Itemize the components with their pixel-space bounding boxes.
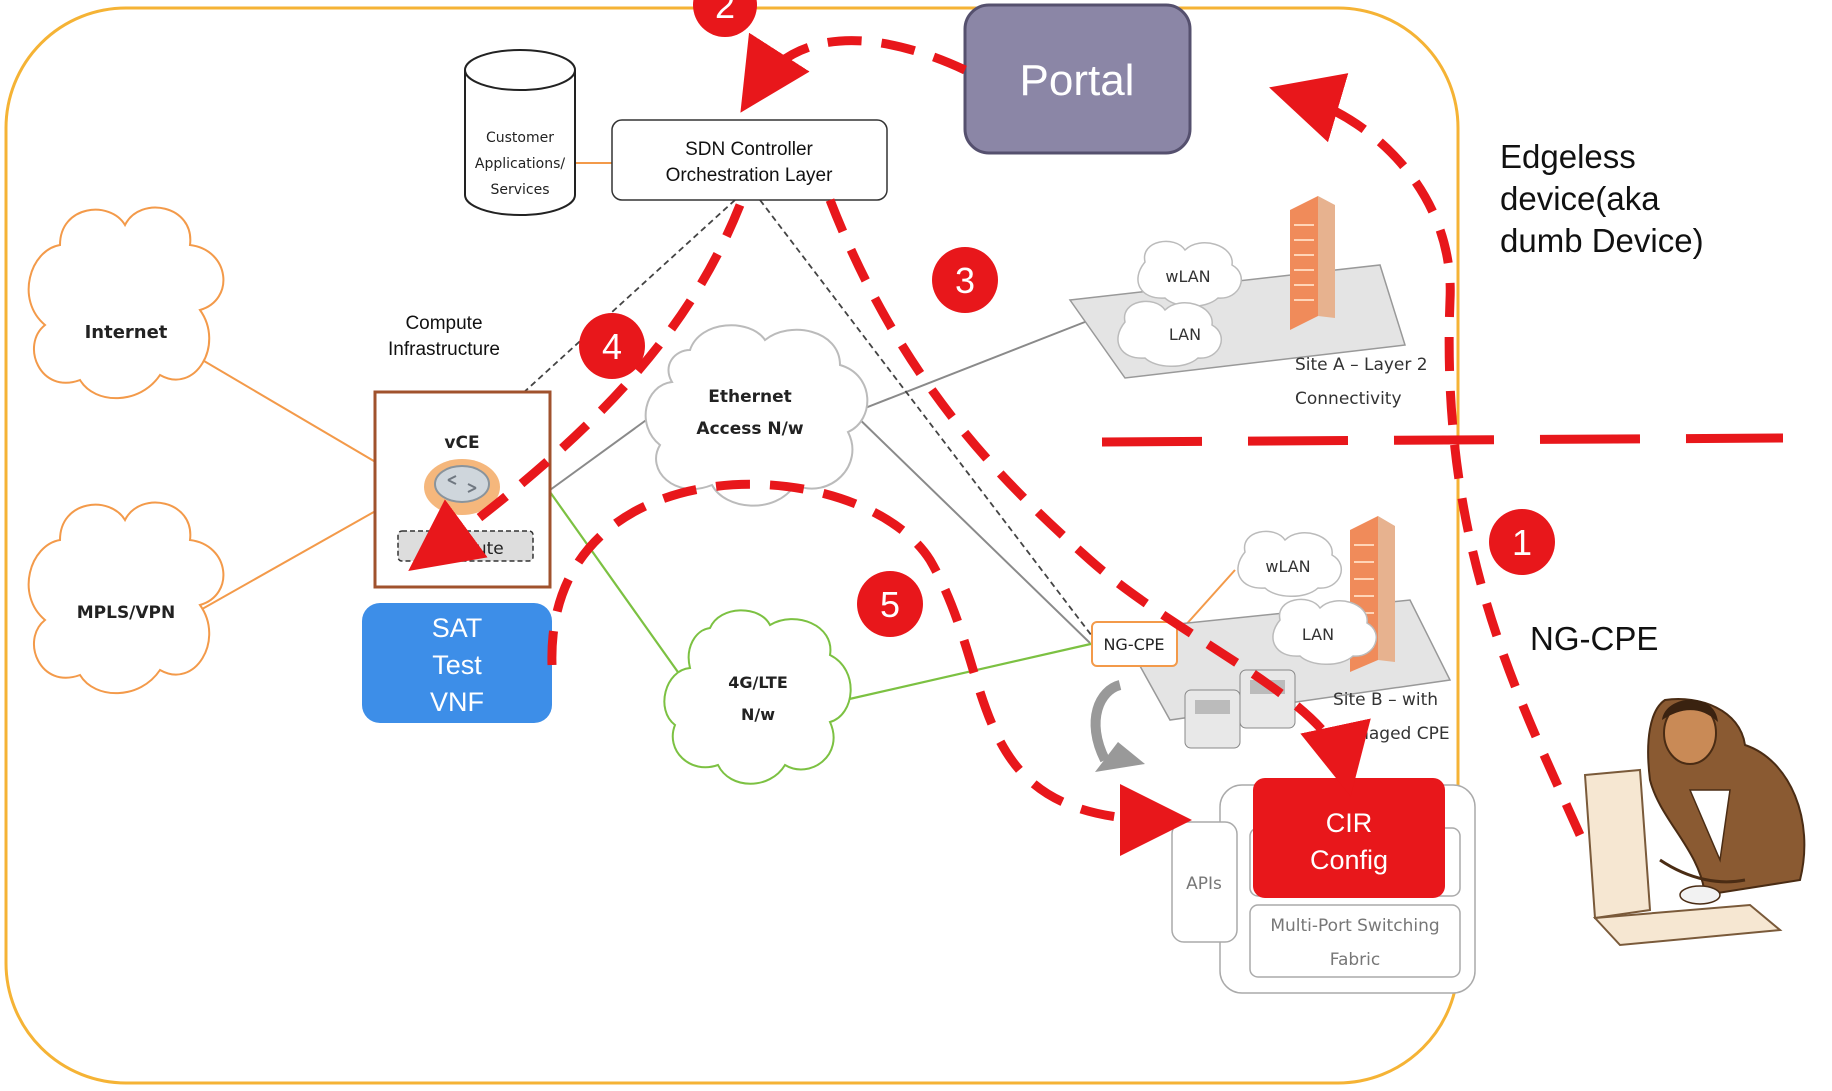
- sat-vnf-box: [362, 603, 552, 723]
- compute-infra-label-1: Compute: [405, 313, 482, 334]
- cir-label-2: Config: [1310, 845, 1388, 875]
- site-a-wlan-cloud: wLAN: [1137, 240, 1243, 307]
- portal-label: Portal: [1020, 56, 1135, 105]
- cir-config-box: [1253, 778, 1445, 898]
- site-b-wlan-cloud: wLAN: [1237, 530, 1343, 597]
- sat-label-2: Test: [432, 650, 482, 680]
- step-5-marker: 5: [857, 571, 923, 637]
- ethernet-cloud: Ethernet Access N/w: [644, 324, 869, 507]
- site-a-caption-1: Site A – Layer 2: [1295, 355, 1428, 375]
- user-computer-icon: [1583, 698, 1806, 947]
- ng-cpe-side-label: NG-CPE: [1530, 620, 1658, 657]
- ng-cpe-box: [1091, 621, 1178, 667]
- flow-sdn-to-cir: [825, 198, 1371, 797]
- step-4-label: 4: [602, 326, 622, 367]
- ethernet-ngcpe-link: [849, 409, 1091, 644]
- vce-label: vCE: [444, 433, 479, 453]
- ng-cpe-box-label: NG-CPE: [1103, 635, 1164, 654]
- building-a-icon: [1290, 196, 1335, 330]
- site-b-caption-2: Managed CPE: [1333, 724, 1450, 744]
- ethernet-label-2: Access N/w: [696, 419, 803, 439]
- step-2-marker: 2: [693, 0, 757, 37]
- edgeless-label-2: device(aka: [1500, 180, 1660, 217]
- step-3-label: 3: [955, 260, 975, 301]
- site-b-lan-label: LAN: [1302, 625, 1334, 644]
- flow-sat-to-apis: [547, 479, 1192, 856]
- sat-label-3: VNF: [430, 687, 484, 717]
- internet-label: Internet: [85, 322, 168, 343]
- portal-box[interactable]: [963, 3, 1192, 155]
- red-flow-arrows: [408, 32, 1585, 856]
- lte-label-2: N/w: [741, 705, 775, 724]
- mpls-label: MPLS/VPN: [77, 603, 176, 623]
- fabric-label-1: Multi-Port Switching: [1270, 916, 1439, 936]
- site-b-caption-1: Site B – with: [1333, 690, 1438, 710]
- site-b-lan-cloud: LAN: [1272, 598, 1378, 665]
- sdn-controller-line1: SDN Controller: [685, 139, 813, 160]
- step-1-label: 1: [1512, 522, 1532, 563]
- step-1-marker: 1: [1489, 509, 1555, 575]
- flow-user-to-portal: [1269, 73, 1585, 837]
- lte-label-1: 4G/LTE: [728, 673, 788, 692]
- flow-sdn-to-sat: [408, 203, 745, 571]
- vce-lte-link: [549, 491, 681, 676]
- lte-cloud: 4G/LTE N/w: [663, 609, 852, 785]
- site-a-caption-2: Connectivity: [1295, 389, 1402, 409]
- edgeless-label-1: Edgeless: [1500, 138, 1636, 175]
- ethernet-sitea-link: [859, 319, 1091, 411]
- customer-db-label-1: Customer: [486, 130, 554, 146]
- vce-ethernet-link: [549, 409, 661, 491]
- internet-cloud: Internet: [27, 206, 225, 400]
- fabric-box: [1249, 904, 1461, 978]
- site-a-lan-label: LAN: [1169, 325, 1201, 344]
- customer-db-icon: [464, 49, 576, 216]
- customer-db-label-2: Applications/: [475, 156, 566, 172]
- site-a-wlan-label: wLAN: [1165, 267, 1210, 286]
- sdn-controller-box: [611, 119, 888, 201]
- compute-infra-label-2: Infrastructure: [388, 339, 500, 360]
- fabric-label-2: Fabric: [1330, 950, 1381, 970]
- cir-label-1: CIR: [1326, 808, 1373, 838]
- step-5-label: 5: [880, 584, 900, 625]
- site-b-wlan-label: wLAN: [1265, 557, 1310, 576]
- step-4-marker: 4: [579, 313, 645, 379]
- apis-label: APIs: [1186, 874, 1222, 894]
- refresh-arrow-icon: [1090, 680, 1122, 763]
- customer-db-label-3: Services: [490, 182, 549, 198]
- step-3-marker: 3: [932, 247, 998, 313]
- step-2-label: 2: [715, 0, 735, 26]
- edgeless-label-3: dumb Device): [1500, 222, 1704, 259]
- mpls-cloud: MPLS/VPN: [27, 501, 225, 695]
- ethernet-label-1: Ethernet: [708, 387, 792, 407]
- sdn-controller-line2: Orchestration Layer: [666, 165, 834, 186]
- site-divider-line: [1101, 433, 1784, 447]
- flow-portal-to-sdn: [740, 32, 967, 113]
- site-a-lan-cloud: LAN: [1117, 300, 1223, 367]
- sat-label-1: SAT: [432, 613, 483, 643]
- sdn-ngcpe-dotted: [759, 199, 1096, 641]
